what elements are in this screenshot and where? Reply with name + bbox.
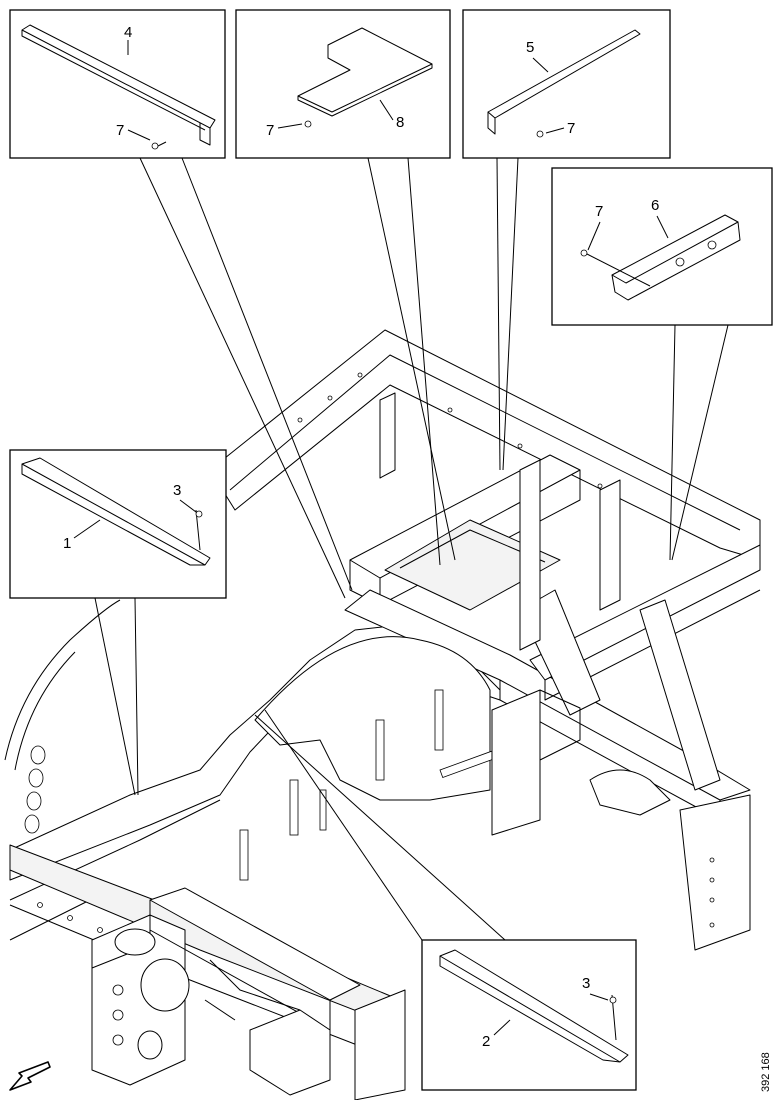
- leader-lines: [94, 157, 729, 941]
- callout-part-7-inset-8: 7: [266, 122, 274, 139]
- front-direction-arrow-icon: [9, 1061, 51, 1091]
- end-plate-holes: [709, 857, 715, 928]
- callout-part-6: 6: [651, 197, 659, 214]
- callout-part-3-inset-1: 3: [173, 482, 181, 499]
- inset-part-8: [235, 9, 451, 159]
- rail-holes: [37, 902, 103, 933]
- inset-part-5: [462, 9, 671, 159]
- callout-part-8: 8: [396, 114, 404, 131]
- drawing-reference-code: 392 168: [760, 1052, 772, 1092]
- callout-part-1: 1: [63, 535, 71, 552]
- callout-part-2: 2: [482, 1033, 490, 1050]
- rail-rivets: [297, 372, 603, 489]
- inset-part-1: [9, 449, 227, 599]
- wheel-arch-slots: [239, 689, 495, 881]
- inset-part-6: [551, 167, 773, 326]
- callout-part-7-inset-5: 7: [567, 120, 575, 137]
- callout-part-3-inset-2: 3: [582, 975, 590, 992]
- arch-holes: [24, 745, 46, 834]
- callout-part-5: 5: [526, 39, 534, 56]
- inset-part-4: [9, 9, 226, 159]
- chassis-frame: [4, 329, 761, 1100]
- callout-labels: 4 7 7 8 5 7 7 6 3 1 3 2: [63, 24, 669, 1050]
- callout-part-7-inset-4: 7: [116, 122, 124, 139]
- inset-part-2: [421, 939, 637, 1091]
- bracket-holes: [112, 984, 124, 1046]
- callout-part-7-inset-6: 7: [595, 203, 603, 220]
- callout-part-4: 4: [124, 24, 132, 41]
